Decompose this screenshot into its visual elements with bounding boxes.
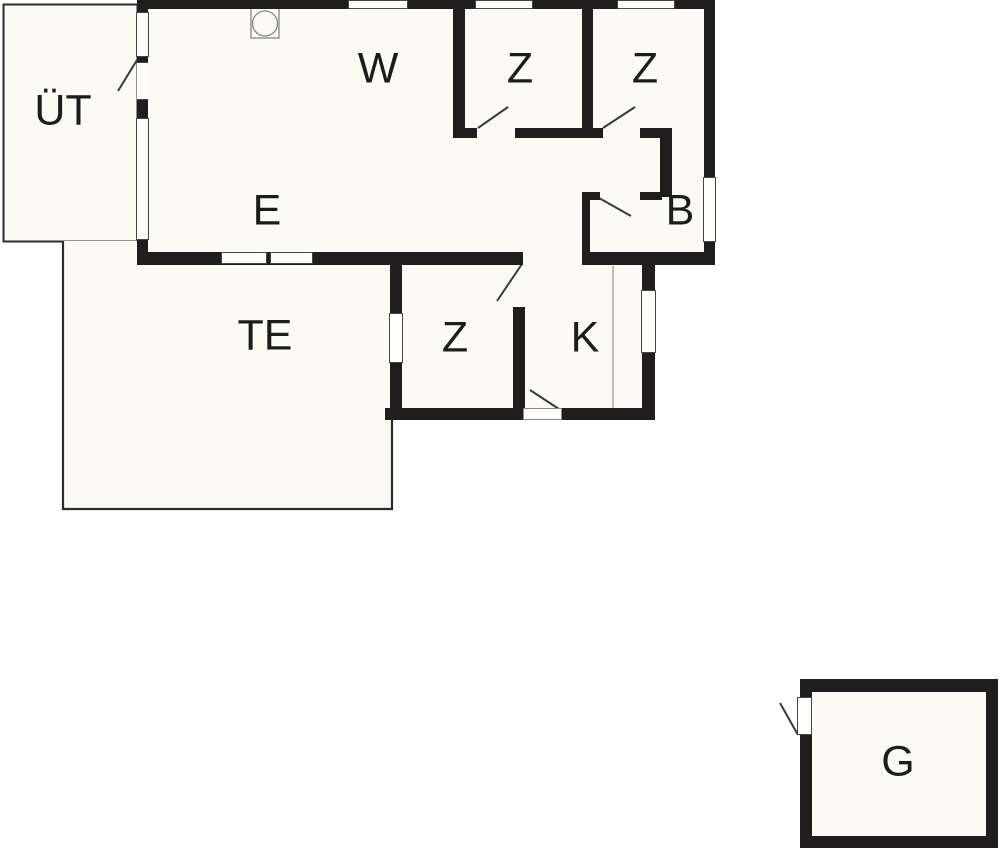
wall-b-top-b [640, 192, 662, 200]
wall-b-top-a [582, 192, 600, 200]
window-top-w [348, 0, 408, 9]
ut-room-outline [2, 3, 139, 243]
door-swing-z2 [602, 106, 636, 129]
te-room-outline [61, 241, 394, 511]
wall-garage-right [986, 679, 998, 848]
wall-z-bottom-b [515, 128, 603, 138]
garage-door-opening [797, 697, 812, 735]
wall-garage-top [800, 679, 998, 692]
te-room-fill [63, 241, 392, 509]
room-label-ut: ÜT [34, 86, 92, 135]
room-label-te: TE [237, 311, 293, 360]
wall-annex-bottom-a [385, 408, 523, 420]
window-z3-left [389, 313, 403, 363]
main-building-fill [137, 0, 715, 265]
window-left-upper [136, 12, 149, 57]
door-swing-ut [117, 59, 138, 92]
door-swing-z1 [477, 106, 509, 129]
wall-z-bottom-a [453, 128, 477, 138]
terrace-door-left [221, 252, 267, 264]
door-swing-lines [117, 59, 799, 736]
room-label-k: K [570, 313, 600, 362]
wall-bottom-left [137, 252, 523, 265]
room-label-e: E [252, 186, 282, 235]
k-entrance-door-opening [523, 408, 562, 420]
wall-z1-left [453, 9, 465, 138]
ut-door-opening [137, 62, 148, 100]
wall-bottom-right [582, 252, 715, 265]
wall-z-bottom-c [640, 128, 672, 138]
garage-fill [800, 679, 998, 848]
room-label-z3: Z [441, 313, 469, 362]
room-label-w: W [357, 44, 399, 93]
wall-b-left [582, 192, 590, 265]
window-top-z1 [475, 0, 533, 9]
window-k-right [641, 290, 656, 353]
wall-z3-right [513, 307, 525, 408]
wall-garage-bottom [800, 836, 998, 848]
wall-right [704, 0, 715, 265]
room-label-z1: Z [506, 44, 534, 93]
room-label-g: G [881, 737, 915, 786]
wall-annex-bottom-b [562, 408, 655, 420]
wall-z1-z2-divider [582, 9, 593, 128]
door-swing-k [529, 389, 563, 412]
wall-hallway [660, 130, 672, 197]
wall-top [137, 0, 715, 9]
window-top-z2 [617, 0, 675, 9]
door-swing-b [598, 197, 632, 217]
room-label-z2: Z [631, 44, 659, 93]
terrace-door-right [270, 252, 313, 264]
door-swing-z3 [496, 263, 523, 302]
room-label-b: B [665, 186, 695, 235]
window-left-lower [136, 118, 149, 240]
window-right-b [703, 177, 716, 242]
door-swing-garage [779, 702, 799, 736]
